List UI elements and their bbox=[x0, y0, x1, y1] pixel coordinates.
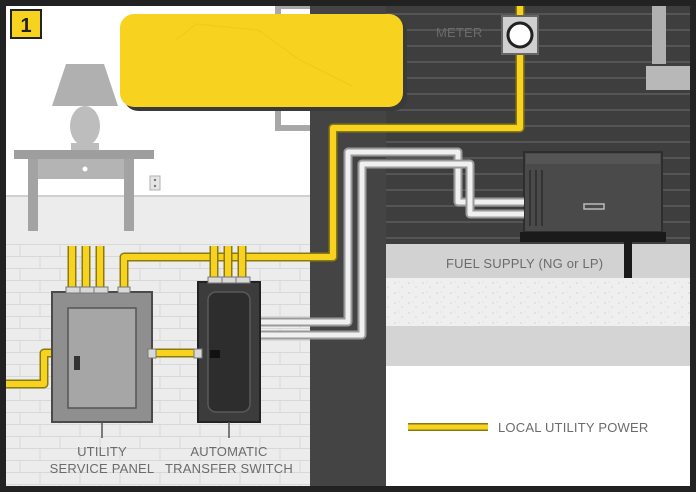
utility-power-lines bbox=[6, 6, 525, 389]
utility-panel-label-line1: UTILITY bbox=[77, 444, 127, 459]
table-lamp bbox=[52, 64, 118, 150]
fuel-supply-label: FUEL SUPPLY (NG or LP) bbox=[446, 256, 603, 271]
side-table bbox=[14, 150, 154, 231]
electric-meter bbox=[501, 15, 539, 55]
generator-cables bbox=[258, 147, 524, 340]
gravel-layer bbox=[386, 278, 690, 326]
ground-surface bbox=[386, 244, 690, 278]
utility-panel-label-line2: SERVICE PANEL bbox=[50, 461, 155, 476]
legend: LOCAL UTILITY POWER bbox=[408, 420, 648, 435]
standby-generator bbox=[520, 151, 666, 242]
fuel-line bbox=[624, 242, 632, 278]
wall-outlet bbox=[149, 175, 161, 191]
soil-layer bbox=[386, 326, 690, 366]
step-badge: 1 bbox=[10, 9, 42, 39]
legend-utility-power-label: LOCAL UTILITY POWER bbox=[498, 420, 648, 435]
callout-box bbox=[120, 14, 407, 111]
step-badge-number: 1 bbox=[20, 15, 31, 37]
utility-service-panel bbox=[51, 286, 157, 423]
ats-label-line1: AUTOMATIC bbox=[190, 444, 267, 459]
meter-label: METER bbox=[436, 25, 483, 40]
automatic-transfer-switch bbox=[193, 276, 261, 423]
ats-label-line2: TRANSFER SWITCH bbox=[165, 461, 293, 476]
vent-pipe bbox=[646, 6, 690, 90]
room-floor bbox=[6, 196, 314, 244]
